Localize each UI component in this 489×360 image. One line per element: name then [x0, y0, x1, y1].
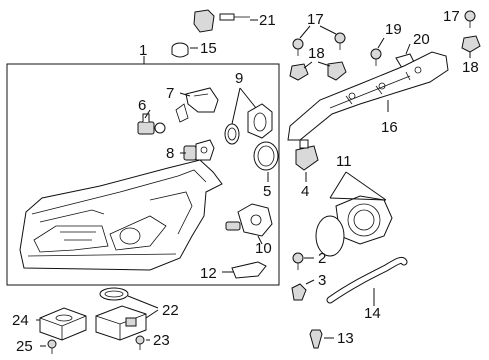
- callout-22: 22: [162, 302, 179, 319]
- callout-12: 12: [200, 265, 217, 282]
- callout-17-left: 17: [307, 11, 324, 28]
- callout-23: 23: [153, 332, 170, 349]
- screw-part-2: [292, 252, 304, 270]
- callout-20: 20: [413, 31, 430, 48]
- callout-5: 5: [263, 183, 271, 200]
- clip-part-18-right: [461, 35, 481, 53]
- callout-4: 4: [301, 183, 309, 200]
- callout-6: 6: [138, 97, 146, 114]
- screw-part-13: [309, 329, 323, 349]
- callout-3: 3: [318, 272, 326, 289]
- callout-13: 13: [337, 330, 354, 347]
- callout-25: 25: [16, 338, 33, 355]
- headlamp-housing: [19, 159, 223, 271]
- screw-part-17-mid: [334, 32, 346, 50]
- plug-part-15: [171, 42, 189, 58]
- mounting-bracket-part-16: [287, 51, 449, 141]
- callout-18-right: 18: [462, 59, 479, 76]
- screw-part-17-left: [292, 38, 304, 56]
- cover-and-seal-part-11: [315, 195, 393, 257]
- nut-part-3: [291, 283, 307, 301]
- callout-21: 21: [259, 12, 276, 29]
- callout-9: 9: [235, 70, 243, 87]
- callout-18-left: 18: [308, 45, 325, 62]
- callout-1: 1: [139, 42, 147, 59]
- callout-7: 7: [166, 85, 174, 102]
- screw-part-19: [370, 48, 382, 66]
- control-module-part-22: [95, 305, 147, 341]
- screw-part-23: [135, 335, 145, 350]
- bracket-part-12: [231, 261, 267, 279]
- hose-part-14: [326, 256, 408, 304]
- callout-14: 14: [364, 305, 381, 322]
- igniter-part-10: [225, 203, 273, 237]
- clip-and-screw-part-21: [193, 9, 250, 33]
- callout-17-right: 17: [443, 8, 460, 25]
- callout-24: 24: [12, 312, 29, 329]
- callout-8: 8: [166, 145, 174, 162]
- callout-10: 10: [255, 240, 272, 257]
- callout-16: 16: [381, 119, 398, 136]
- seal-ring-part-5: [253, 141, 279, 171]
- callout-15: 15: [200, 40, 217, 57]
- headlamp-assembly-frame: [6, 63, 280, 286]
- callout-2: 2: [318, 250, 326, 267]
- screw-part-25: [47, 339, 57, 354]
- callout-19: 19: [385, 21, 402, 38]
- seal-part-22: [99, 287, 129, 301]
- bulb-part-6: [137, 113, 166, 135]
- socket-part-8: [183, 139, 215, 161]
- holder-part-7: [175, 87, 219, 123]
- control-module-part-24: [39, 307, 87, 341]
- clip-part-18-left: [289, 61, 347, 81]
- callout-11: 11: [336, 153, 352, 170]
- bulb-part-4: [295, 139, 319, 171]
- screw-part-17-right: [464, 10, 476, 28]
